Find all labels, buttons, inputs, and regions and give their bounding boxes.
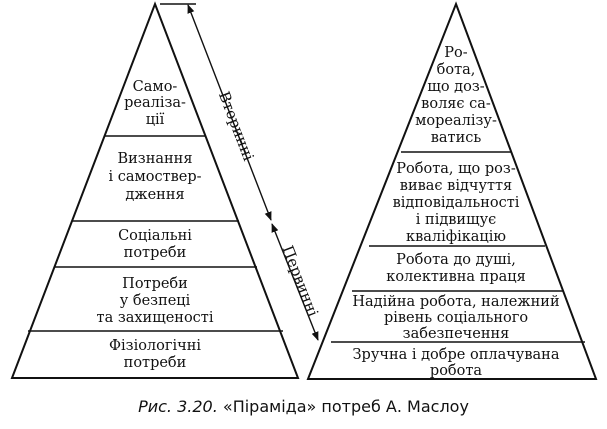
right-level-paid-work: Зручна і добре оплачувана робота: [353, 347, 560, 379]
right-level-reliable-work: Надійна робота, належний рівень соціальн…: [352, 294, 559, 342]
secondary-needs-label: Вторинні: [215, 89, 258, 164]
level-text-line: кваліфікацію: [406, 229, 506, 245]
level-text-line: колективна праця: [386, 269, 525, 285]
left-level-social: Соціальні потреби: [118, 228, 192, 261]
left-level-esteem: Визнання і самоствер- дження: [108, 151, 201, 203]
secondary-needs-arrow: [187, 4, 272, 221]
level-text-line: Надійна робота, належний: [352, 294, 559, 310]
level-text-line: Само-: [133, 79, 178, 95]
right-pyramid: Ро- бота, що доз- воляє са- мореалізу- в…: [306, 1, 598, 380]
level-text-line: Потреби: [122, 276, 188, 292]
figure-title: «Піраміда» потреб А. Маслоу: [222, 397, 469, 416]
level-text-line: ції: [146, 112, 165, 128]
figure-number: Рис. 3.20.: [138, 397, 218, 416]
level-text-line: у безпеці: [120, 293, 191, 309]
left-level-self-actualization: Само- реаліза- ції: [124, 79, 186, 128]
level-text-line: та захищеності: [97, 310, 214, 326]
level-text-line: потреби: [124, 355, 187, 371]
level-text-line: і самоствер-: [108, 169, 201, 185]
right-pyramid-outline: [306, 1, 598, 380]
level-text-line: бота,: [437, 62, 476, 78]
level-text-line: Соціальні: [118, 228, 192, 244]
level-text-line: Ро-: [444, 45, 467, 61]
level-text-line: Визнання: [117, 151, 192, 167]
figure-caption: Рис. 3.20. «Піраміда» потреб А. Маслоу: [0, 397, 607, 416]
level-text-line: Робота, що роз-: [396, 161, 516, 177]
level-text-line: і підвищує: [416, 212, 496, 228]
left-level-physiological: Фізіологічні потреби: [109, 338, 201, 371]
left-pyramid: Само- реаліза- ції Визнання і самоствер-…: [10, 1, 300, 379]
level-text-line: дження: [125, 187, 184, 203]
level-text-line: виває відчуття: [400, 178, 512, 194]
level-text-line: реаліза-: [124, 95, 186, 111]
level-text-line: ватись: [431, 130, 482, 146]
right-level-team-work: Робота до душі, колективна праця: [386, 252, 525, 285]
primary-needs-label: Первинні: [278, 243, 322, 319]
primary-needs-arrow: [271, 223, 319, 341]
level-text-line: мореалізу-: [415, 113, 497, 129]
level-text-line: що доз-: [427, 79, 484, 95]
level-text-line: Фізіологічні: [109, 338, 201, 354]
level-text-line: рівень соціального: [384, 310, 528, 326]
right-level-responsibility-work: Робота, що роз- виває відчуття відповіда…: [393, 161, 520, 245]
level-text-line: потреби: [124, 245, 187, 261]
level-text-line: воляє са-: [421, 96, 491, 112]
level-text-line: забезпечення: [403, 326, 510, 342]
level-text-line: робота: [430, 363, 482, 379]
left-level-safety: Потреби у безпеці та захищеності: [97, 276, 214, 326]
level-text-line: Зручна і добре оплачувана: [353, 347, 560, 363]
right-level-self-realization-work: Ро- бота, що доз- воляє са- мореалізу- в…: [415, 45, 497, 146]
level-text-line: відповідальності: [393, 195, 520, 211]
level-text-line: Робота до душі,: [396, 252, 516, 268]
